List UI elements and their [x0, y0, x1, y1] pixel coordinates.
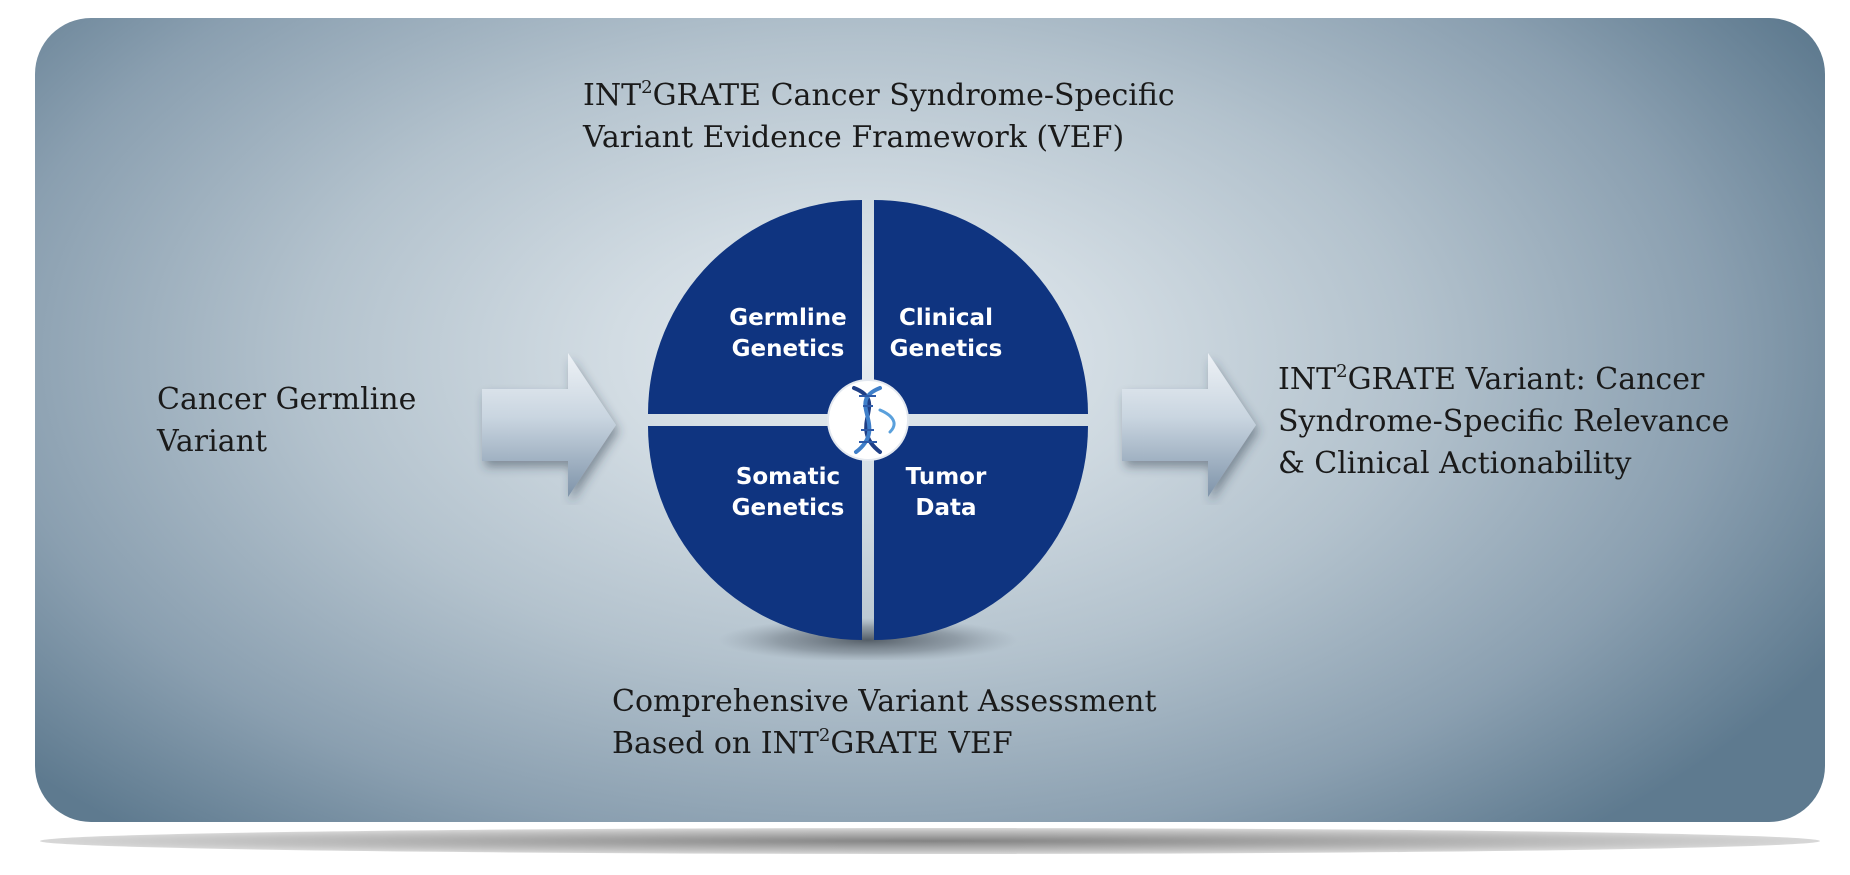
circle-shadow — [718, 618, 1018, 660]
quadrant-label-clinical-genetics: Genetics — [890, 336, 1003, 362]
input-variant-label: Cancer Germline Variant — [157, 382, 417, 459]
panel-shadow — [40, 828, 1820, 854]
quadrant-label-germline-genetics: Genetics — [732, 336, 845, 362]
quadrant-label-tumor-data: Data — [915, 495, 976, 521]
vef-quadrant-circle: Germline Genetics Clinical Genetics Soma… — [648, 200, 1088, 660]
quadrant-label-clinical: Clinical — [899, 305, 993, 331]
quadrant-bottom-left — [648, 426, 862, 640]
right-arrow-icon — [1122, 353, 1256, 497]
quadrant-label-somatic: Somatic — [736, 464, 840, 490]
output-variant-label: INT2GRATE Variant: Cancer Syndrome-Speci… — [1278, 361, 1730, 481]
quadrant-top-right — [874, 200, 1088, 414]
assessment-label: Comprehensive Variant Assessment Based o… — [612, 684, 1157, 761]
framework-title: INT2GRATE Cancer Syndrome-Specific Varia… — [583, 77, 1175, 155]
quadrant-label-tumor: Tumor — [906, 464, 987, 490]
left-arrow-icon — [482, 353, 616, 497]
quadrant-bottom-right — [874, 426, 1088, 640]
background-panel — [35, 18, 1825, 822]
quadrant-label-germline: Germline — [729, 305, 847, 331]
dna-helix-icon — [827, 379, 909, 461]
quadrant-label-somatic-genetics: Genetics — [732, 495, 845, 521]
quadrant-top-left — [648, 200, 862, 414]
